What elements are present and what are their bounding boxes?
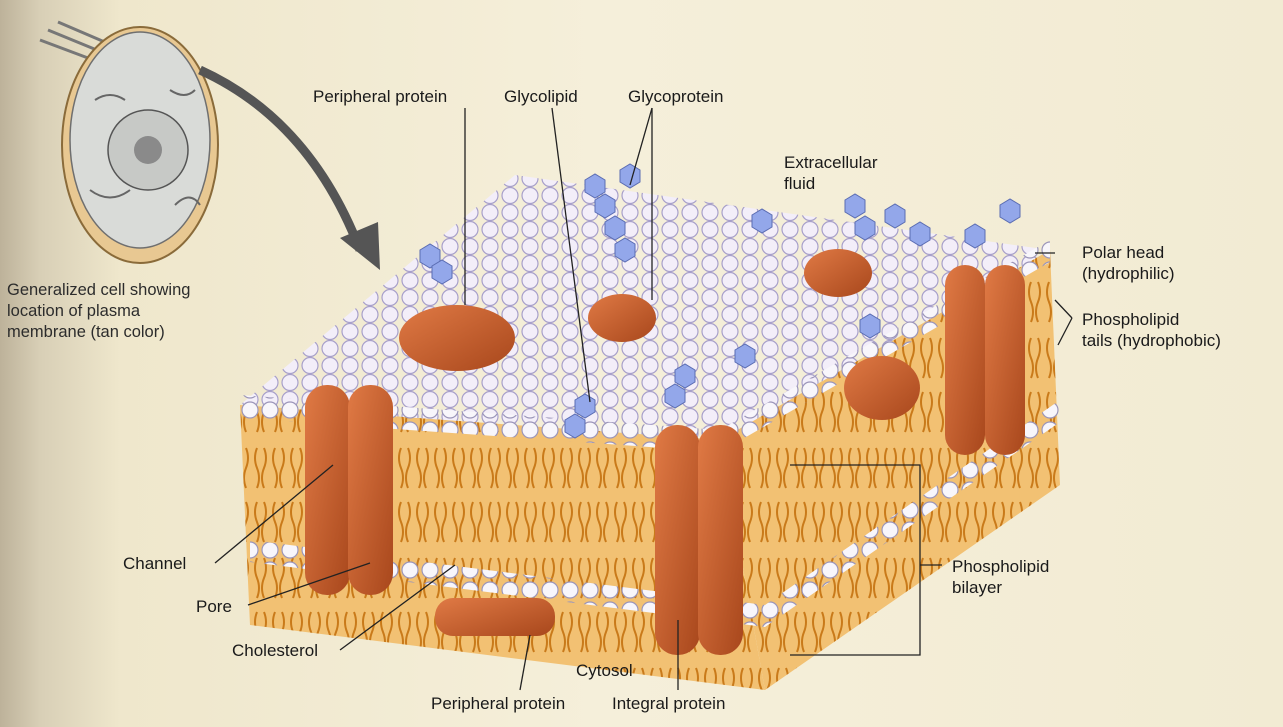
peripheral-protein-label-top: Peripheral protein xyxy=(313,86,447,107)
peripheral-protein-label-bottom: Peripheral protein xyxy=(431,693,565,714)
extracellular-fluid-label: Extracellular fluid xyxy=(784,152,878,194)
peripheral-protein-top xyxy=(399,305,515,371)
cholesterol-label: Cholesterol xyxy=(232,640,318,661)
generalized-cell-icon xyxy=(40,22,218,263)
integral-protein-label: Integral protein xyxy=(612,693,725,714)
half-protein xyxy=(844,356,920,420)
integral-protein-right xyxy=(945,265,1025,455)
generalized-cell-caption: Generalized cell showing location of pla… xyxy=(7,280,190,343)
glycolipid-label: Glycolipid xyxy=(504,86,578,107)
glycoprotein-label: Glycoprotein xyxy=(628,86,723,107)
integral-protein xyxy=(655,425,743,655)
channel-protein xyxy=(305,385,393,595)
arrow-head-icon xyxy=(340,222,380,270)
phospholipid-bilayer-label: Phospholipid bilayer xyxy=(952,556,1049,598)
channel-label: Channel xyxy=(123,553,186,574)
polar-head-label: Polar head (hydrophilic) xyxy=(1082,242,1175,284)
cytosol-label: Cytosol xyxy=(576,660,633,681)
pore-label: Pore xyxy=(196,596,232,617)
phospholipid-tails-label: Phospholipid tails (hydrophobic) xyxy=(1082,309,1221,351)
peripheral-protein-bottom xyxy=(435,598,555,636)
